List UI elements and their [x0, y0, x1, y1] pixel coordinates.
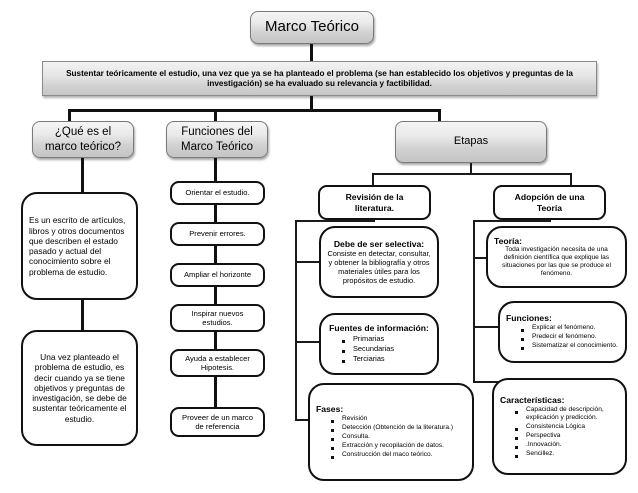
list-item: .Innovación.: [515, 441, 619, 449]
node-funciones-marco-teorico: Funciones del Marco Teórico: [166, 121, 268, 158]
node-caracteristicas: Características: Capacidad de descripció…: [492, 378, 627, 475]
list-item: Sencillez.: [515, 450, 619, 458]
connector-adopcion-spine: [473, 220, 475, 383]
connector-etapas-drop-right: [570, 173, 572, 185]
connector-etapas-down: [470, 163, 472, 174]
connector-funciones-c4: [214, 332, 217, 349]
list-item: Predecir el fenómeno.: [521, 333, 619, 342]
node-que-es-momento-text: Una vez planteado el problema de estudio…: [32, 352, 127, 424]
node-debe-ser-selectiva-body: Consiste en detectar, consultar, y obten…: [327, 249, 431, 286]
list-item: Detección (Obtención de la literatura.): [331, 424, 466, 433]
list-item: Sistematizar el conocimiento.: [521, 342, 618, 351]
connector-revision-b2: [295, 341, 321, 343]
connector-etapas-bus: [372, 173, 572, 175]
node-fuentes-informacion-header: Fuentes de información:: [329, 323, 429, 334]
node-fuentes-informacion-list: Primarias Secundarias Terciarias: [327, 334, 431, 364]
list-item: Construcción del maco teórico.: [331, 451, 466, 459]
node-funcion-5-label: Ayuda a establecer Hipotesis.: [185, 353, 250, 372]
list-item: Capacidad de descripción, explicación y …: [515, 406, 619, 422]
node-adopcion-teoria-label: Adopción de una Teoría: [514, 192, 585, 213]
node-adopcion-teoria: Adopción de una Teoría: [493, 185, 606, 220]
connector-bus-drop-mid: [214, 109, 217, 122]
connector-adopcion-top: [473, 220, 551, 222]
node-que-es-definicion-text: Es un escrito de artículos, libros y otr…: [29, 215, 126, 277]
node-funcion-1-label: Orientar el estudio.: [185, 188, 250, 198]
node-banner-label: Sustentar teóricamente el estudio, una v…: [66, 68, 573, 88]
node-funcion-2-label: Prevenir errores.: [189, 229, 246, 239]
node-title-label: Marco Teórico: [265, 18, 359, 36]
node-etapas-label: Etapas: [453, 135, 489, 148]
connector-bus-level2: [68, 109, 441, 112]
node-debe-ser-selectiva: Debe de ser selectiva: Consiste en detec…: [319, 226, 439, 298]
node-funciones-teoria: Funciones: Explicar el fenómeno. Predeci…: [498, 301, 627, 363]
node-fuentes-informacion: Fuentes de información: Primarias Secund…: [319, 313, 439, 375]
node-que-es-marco-teorico: ¿Qué es el marco teórico?: [32, 121, 134, 158]
connector-bus-drop-right: [438, 109, 441, 122]
connector-etapas-drop-left: [372, 173, 374, 185]
node-title: Marco Teórico: [250, 11, 374, 44]
connector-revision-b3: [295, 419, 313, 421]
connector-adopcion-b2: [473, 326, 499, 328]
node-funciones-teoria-header: Funciones:: [506, 312, 552, 323]
node-funcion-6-label: Proveer de un marco de referencia: [182, 412, 253, 431]
list-item: Explicar el fenómeno.: [521, 324, 619, 333]
connector-adopcion-b3: [473, 381, 499, 383]
connector-funciones-c5: [214, 377, 217, 407]
node-fases: Fases: Revisión Detección (Obtención de …: [308, 383, 474, 481]
node-teoria: Teoría: Toda investigación necesita de u…: [486, 226, 627, 288]
connector-title-to-banner: [310, 44, 313, 61]
node-caracteristicas-list: Capacidad de descripción, explicación y …: [500, 406, 619, 458]
node-funcion-2: Prevenir errores.: [170, 222, 265, 246]
node-revision-literatura: Revisión de la literatura.: [318, 185, 431, 220]
connector-bus-drop-left: [68, 109, 71, 122]
node-que-es-definicion: Es un escrito de artículos, libros y otr…: [21, 192, 138, 300]
node-etapas: Etapas: [395, 121, 547, 163]
node-funcion-1: Orientar el estudio.: [170, 181, 265, 205]
node-funcion-4-label: Inspirar nuevos estudios.: [191, 308, 244, 327]
node-funcion-4: Inspirar nuevos estudios.: [170, 304, 265, 332]
list-item: Consistencia Lógica: [515, 423, 619, 431]
node-teoria-header: Teoría:: [494, 235, 523, 246]
connector-funciones-c1: [214, 205, 217, 222]
list-item: Perspectiva: [515, 432, 619, 440]
connector-que-es-down: [81, 158, 84, 192]
list-item: Terciarias: [342, 354, 431, 364]
node-debe-ser-selectiva-header: Debe de ser selectiva:: [333, 238, 425, 249]
connector-funciones-c3: [214, 287, 217, 304]
connector-que-es-definicion-down: [81, 300, 84, 330]
connector-revision-top: [295, 220, 375, 222]
node-funcion-6: Proveer de un marco de referencia: [170, 407, 265, 437]
node-banner: Sustentar teóricamente el estudio, una v…: [42, 61, 597, 96]
connector-revision-spine: [295, 220, 297, 420]
connector-funciones-c2: [214, 246, 217, 263]
node-funciones-teoria-list: Explicar el fenómeno. Predecir el fenóme…: [506, 324, 619, 351]
node-caracteristicas-header: Características:: [500, 394, 565, 405]
list-item: Revisión: [331, 415, 466, 424]
node-funcion-3-label: Ampliar el horizonte: [183, 270, 252, 280]
list-item: Extracción y recopilación de datos.: [331, 442, 466, 451]
node-funcion-3: Ampliar el horizonte: [170, 263, 265, 287]
list-item: Primarias: [342, 334, 431, 344]
node-fases-header: Fases:: [316, 403, 344, 414]
list-item: Consulta.: [331, 433, 466, 442]
node-teoria-body: Toda investigación necesita de una defin…: [502, 246, 611, 278]
connector-banner-down: [310, 96, 313, 111]
node-revision-literatura-label: Revisión de la literatura.: [345, 192, 404, 213]
connector-revision-b1: [295, 261, 321, 263]
node-funciones-label: Funciones del Marco Teórico: [180, 126, 253, 153]
node-fases-list: Revisión Detección (Obtención de la lite…: [316, 415, 466, 459]
node-que-es-momento: Una vez planteado el problema de estudio…: [21, 330, 138, 446]
node-funcion-5: Ayuda a establecer Hipotesis.: [170, 349, 265, 377]
node-que-es-label: ¿Qué es el marco teórico?: [44, 126, 122, 153]
list-item: Secundarias: [342, 344, 431, 354]
connector-funciones-c0: [214, 158, 217, 181]
